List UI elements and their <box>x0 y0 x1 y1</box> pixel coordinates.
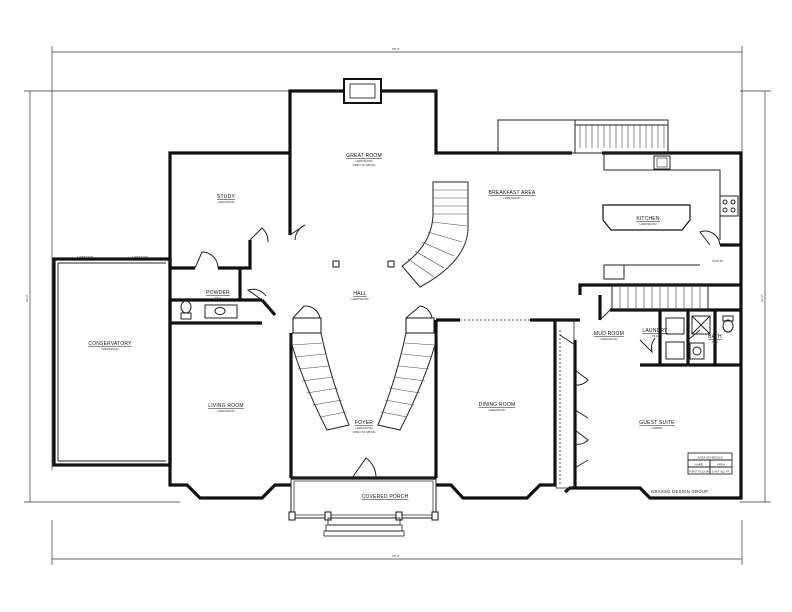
label-guest-suite: GUEST SUITE <box>639 420 675 426</box>
label-great-room-floor: HARDWOOD <box>356 159 373 163</box>
door-swing <box>405 305 433 319</box>
label-living-room: LIVING ROOM <box>208 403 244 409</box>
dim-bottom: 95'-0" <box>392 554 400 558</box>
label-foyer-note: OPEN TO ABOVE <box>353 430 376 434</box>
room-labels: GREAT ROOM HARDWOOD OPEN TO ABOVE STUDY … <box>77 153 724 500</box>
label-laundry-floor: TILE <box>652 334 658 338</box>
label-hall-floor: HARDWOOD <box>352 297 369 301</box>
label-kitchen: KITCHEN <box>636 216 660 222</box>
label-dining-room: DINING ROOM <box>479 402 516 408</box>
area-table-row-area: 3,467 SQ. FT. <box>712 470 731 474</box>
kitchen-fixtures <box>602 153 739 280</box>
label-study: STUDY <box>217 194 235 200</box>
label-mud-room-floor: HARDWOOD <box>601 337 618 341</box>
dim-top: 95'-0" <box>392 47 400 51</box>
area-table-row-name: FIRST FLOOR <box>689 470 710 474</box>
label-hall: HALL <box>353 291 366 297</box>
label-windows-b: 3 WINDOWS <box>132 255 149 259</box>
area-table-header-name: NAME <box>695 463 704 467</box>
door-swing <box>292 305 321 319</box>
label-windows-a: 3 WINDOWS <box>77 255 94 259</box>
label-kitchen-floor: HARDWOOD <box>640 222 657 226</box>
label-conservatory: CONSERVATORY <box>88 341 132 347</box>
label-conservatory-floor: HARDWOOD <box>102 347 119 351</box>
label-bath-floor: TILE <box>712 340 718 344</box>
label-pantry: PANTRY <box>712 259 723 263</box>
closets <box>555 319 575 489</box>
label-great-room-note: OPEN TO ABOVE <box>353 163 376 167</box>
label-powder: POWDER <box>206 290 230 296</box>
label-study-floor: HARDWOOD <box>218 200 235 204</box>
plumbing-fixtures <box>180 300 734 360</box>
rear-stairs <box>575 124 668 148</box>
curved-stair-main: ⇧ <box>401 181 469 288</box>
dimension-lines: 95'-0" 95'-0" 62'-0" 62'-0" <box>24 46 771 565</box>
label-breakfast-floor: HARDWOOD <box>504 196 521 200</box>
area-table-header-area: AREA <box>717 463 725 467</box>
exterior-walls <box>52 78 743 500</box>
label-living-room-floor: HARDWOOD <box>218 409 235 413</box>
label-foyer: FOYER <box>355 420 373 426</box>
brand-label: GRASSO DESIGN GROUP <box>651 489 708 494</box>
basement-stairs <box>611 284 709 311</box>
label-laundry: LAUNDRY <box>642 328 668 334</box>
label-foyer-floor: HARDWOOD <box>356 426 373 430</box>
label-guest-suite-floor: CARPET <box>651 426 663 430</box>
covered-porch <box>288 457 439 537</box>
area-table-title: AREA SCHEDULE <box>697 456 722 460</box>
door-swings <box>194 224 721 469</box>
label-covered-porch: COVERED PORCH <box>362 494 409 500</box>
label-dining-room-floor: HARDWOOD <box>489 408 506 412</box>
label-bath: BATH <box>708 334 722 340</box>
label-great-room: GREAT ROOM <box>346 153 382 159</box>
label-mud-room: MUD ROOM <box>594 331 624 337</box>
dim-left: 62'-0" <box>25 294 29 302</box>
foyer-stair-right <box>377 317 436 431</box>
dim-right: 62'-0" <box>760 294 764 302</box>
stair-arrow: ⇧ <box>424 255 427 259</box>
label-breakfast: BREAKFAST AREA <box>489 190 536 196</box>
label-powder-floor: TILE <box>215 296 221 300</box>
foyer-stair-left <box>291 317 350 431</box>
hall-columns <box>332 260 395 268</box>
area-schedule-table: AREA SCHEDULE NAME AREA FIRST FLOOR 3,46… <box>687 452 733 475</box>
